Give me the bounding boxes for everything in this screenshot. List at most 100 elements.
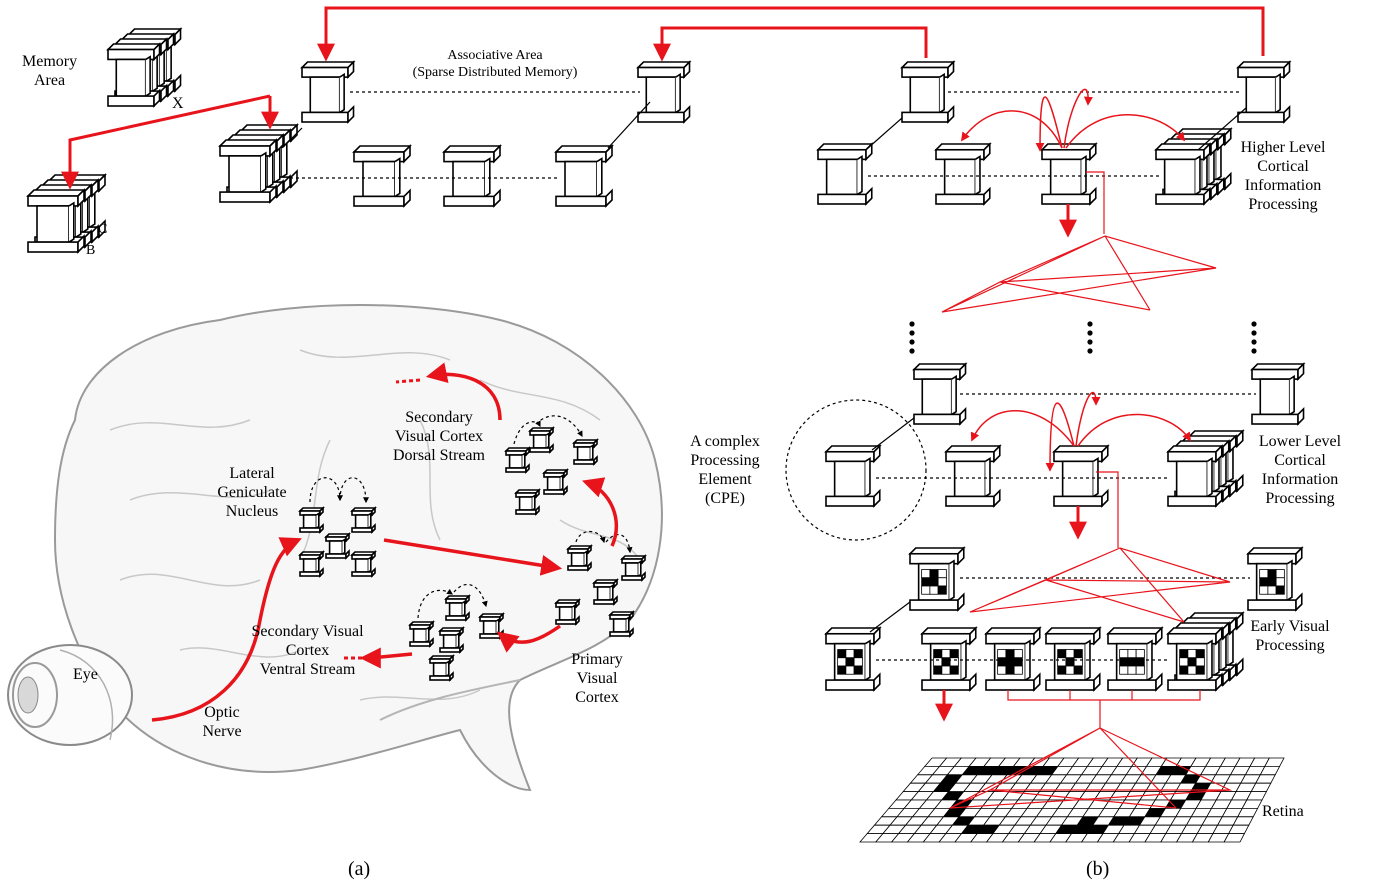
continuation-dot (909, 348, 915, 354)
brain-dashed-arc-1 (309, 477, 343, 503)
brain-dashed-arc-5 (417, 588, 453, 619)
memory-area-stack-layer-0 (106, 42, 162, 108)
higher-pyramid-connector (1086, 171, 1105, 234)
lower-top-element-1 (912, 362, 968, 426)
higher-row-element-2 (934, 142, 992, 206)
assoc-row-element-1 (352, 144, 412, 208)
early-row-element-1 (824, 626, 882, 692)
retina-pyramid (949, 727, 1233, 809)
brain-spool-15 (608, 610, 635, 638)
assoc-diag-2 (607, 101, 651, 149)
brain-spool-18 (438, 626, 465, 654)
continuation-dot (909, 339, 915, 345)
brain-spool-1 (298, 506, 325, 534)
brain-dashed-arc-7 (575, 530, 606, 544)
higher-arc-2 (1035, 96, 1063, 152)
assoc-diag-1 (281, 127, 303, 149)
higher-arc-3 (1063, 88, 1093, 149)
c-label: C (98, 222, 108, 237)
continuation-dot (1251, 330, 1257, 336)
memory-b-stack-layer-0 (26, 188, 86, 254)
brain-spool-2 (324, 532, 351, 560)
lower-diag-1 (871, 417, 915, 451)
early-bus (1007, 690, 1201, 728)
eye-illustration (7, 644, 133, 746)
higher-arc-4 (1065, 114, 1186, 149)
lower-row-element-cpe (824, 444, 882, 508)
optic-nerve-arrow (151, 537, 302, 722)
continuation-dot (1087, 330, 1093, 336)
top-loop-arrow (317, 6, 1265, 62)
brain-spool-13 (620, 554, 647, 582)
brain-spool-4 (298, 550, 325, 578)
assoc-row-stack-layer-0 (218, 138, 278, 204)
continuation-dot (909, 330, 915, 336)
brain-spool-17 (444, 594, 471, 622)
lower-arc-4 (1077, 413, 1192, 447)
assoc-element-2 (636, 60, 692, 124)
continuation-dot (1251, 348, 1257, 354)
dorsal-up-arrow (425, 362, 502, 421)
brain-spool-16 (408, 620, 435, 648)
assoc-row-element-2 (442, 144, 502, 208)
memory-to-b-line (68, 94, 271, 186)
early-row-element-2 (920, 626, 978, 692)
higher-top-element-1 (900, 60, 956, 124)
brain-dashed-arc-6 (453, 583, 488, 608)
lower-pyramid (969, 547, 1231, 623)
brain-spool-5 (350, 550, 377, 578)
continuation-dot (1087, 348, 1093, 354)
continuation-dot (909, 321, 915, 327)
higher-top-element-2 (1236, 60, 1292, 124)
lower-row-element-2 (944, 444, 1002, 508)
early-top-element-1 (908, 546, 966, 612)
brain-dashed-arc-3 (513, 420, 541, 445)
early-row-element-5 (1106, 626, 1164, 692)
higher-arc-1 (960, 110, 1063, 149)
brain-spool-19 (478, 612, 505, 640)
x-label: X (172, 95, 184, 112)
brain-spool-14 (554, 598, 581, 626)
brain-spool-12 (592, 578, 619, 606)
early-top-element-2 (1246, 546, 1304, 612)
lower-row-stack-layer-0 (1166, 444, 1224, 508)
higher-row-element-3 (1040, 142, 1098, 206)
higher-diag-1 (867, 117, 903, 149)
brain-spool-10 (514, 488, 541, 516)
mid-loop-arrow (653, 26, 928, 62)
lgn-to-primary-arrow (383, 538, 563, 576)
early-row-element-3 (984, 626, 1042, 692)
primary-to-ventral-arrow (496, 624, 562, 653)
cpe-circle (785, 399, 927, 541)
primary-to-dorsal-arrow (582, 477, 618, 547)
brain-spool-20 (428, 654, 455, 682)
brain-spool-9 (542, 468, 569, 496)
assoc-element-1 (300, 60, 356, 124)
eye-label: Eye (73, 666, 98, 683)
continuation-dot (1251, 321, 1257, 327)
assoc-row-element-3 (554, 144, 614, 208)
cerebellum-contour (379, 679, 521, 721)
brain-spool-7 (528, 426, 555, 454)
brain-spool-6 (504, 446, 531, 474)
brain-spool-11 (566, 544, 593, 572)
retina-label: Retina (1262, 803, 1304, 820)
continuation-dot (1087, 321, 1093, 327)
brain-dashed-arc-4 (535, 415, 583, 438)
higher-diag-2 (1197, 107, 1247, 151)
early-row-element-4 (1044, 626, 1102, 692)
brain-dashed-arc-2 (339, 477, 369, 504)
early-row-stack-layer-0 (1166, 626, 1224, 692)
higher-row-stack-layer-0 (1154, 142, 1212, 206)
